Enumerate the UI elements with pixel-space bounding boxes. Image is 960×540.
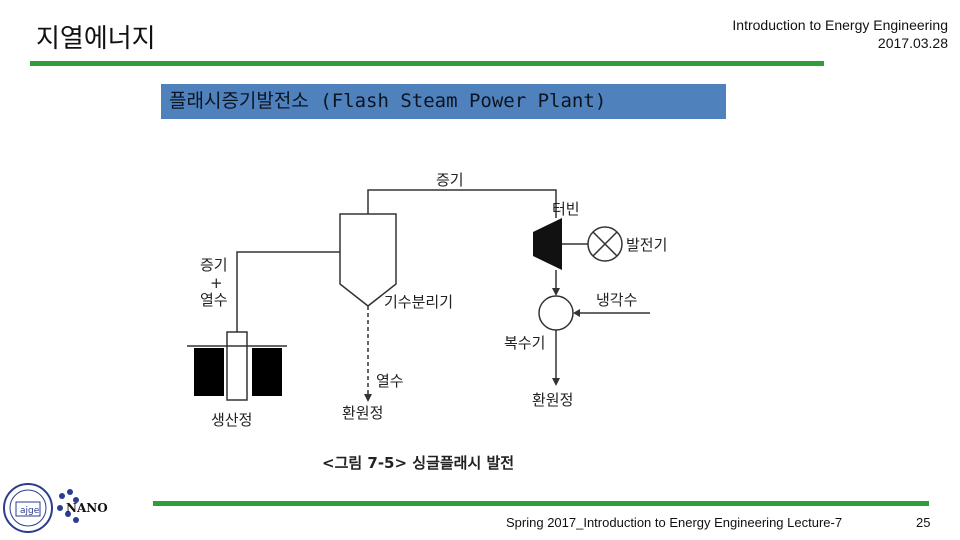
course-info: Introduction to Energy Engineering 2017.… bbox=[732, 16, 948, 52]
brine-arrowhead bbox=[364, 394, 372, 402]
lecture-date: 2017.03.28 bbox=[877, 35, 948, 51]
slide-title: 지열에너지 bbox=[36, 24, 156, 54]
section-banner: 플래시증기발전소 (Flash Steam Power Plant) bbox=[161, 84, 726, 119]
label-production-well: 생산정 bbox=[211, 411, 252, 429]
reinjection-arrowhead bbox=[552, 378, 560, 386]
label-turbine: 터빈 bbox=[552, 200, 580, 218]
figure-caption: <그림 7-5> 싱글플래시 발전 bbox=[322, 454, 514, 472]
steam-pipe bbox=[367, 189, 557, 218]
condenser-icon bbox=[538, 295, 574, 331]
page-number: 25 bbox=[916, 515, 931, 530]
turbine-icon bbox=[533, 218, 562, 270]
production-pipe bbox=[236, 251, 340, 332]
label-generator: 발전기 bbox=[626, 236, 667, 254]
label-reinjection-well-left: 환원정 bbox=[342, 404, 383, 422]
label-reinjection-well-right: 환원정 bbox=[532, 391, 573, 409]
label-steam-top: 증기 bbox=[436, 171, 464, 189]
separator-vessel bbox=[339, 213, 397, 307]
footer-text: Spring 2017_Introduction to Energy Engin… bbox=[506, 515, 843, 530]
label-separator: 기수분리기 bbox=[384, 293, 453, 311]
course-name: Introduction to Energy Engineering bbox=[732, 17, 948, 33]
label-hot-water: 열수 bbox=[200, 291, 228, 309]
exhaust-arrowhead bbox=[552, 288, 560, 296]
label-plus: + bbox=[210, 274, 223, 292]
nano-lab-logo: NANO bbox=[57, 489, 108, 523]
well-casing bbox=[226, 331, 248, 401]
label-hot-water-out: 열수 bbox=[376, 372, 404, 390]
label-cooling-water: 냉각수 bbox=[596, 291, 637, 309]
bottom-divider bbox=[153, 501, 929, 506]
label-condenser: 복수기 bbox=[504, 334, 545, 352]
cooling-water-arrowhead bbox=[573, 309, 580, 317]
seal-text: ajge bbox=[20, 506, 40, 516]
university-seal-logo: ajge bbox=[3, 483, 53, 533]
ground-block-left bbox=[194, 348, 224, 396]
nano-text: NANO bbox=[66, 501, 108, 515]
label-steam: 증기 bbox=[200, 256, 228, 274]
ground-block-right bbox=[252, 348, 282, 396]
top-divider bbox=[30, 61, 824, 66]
